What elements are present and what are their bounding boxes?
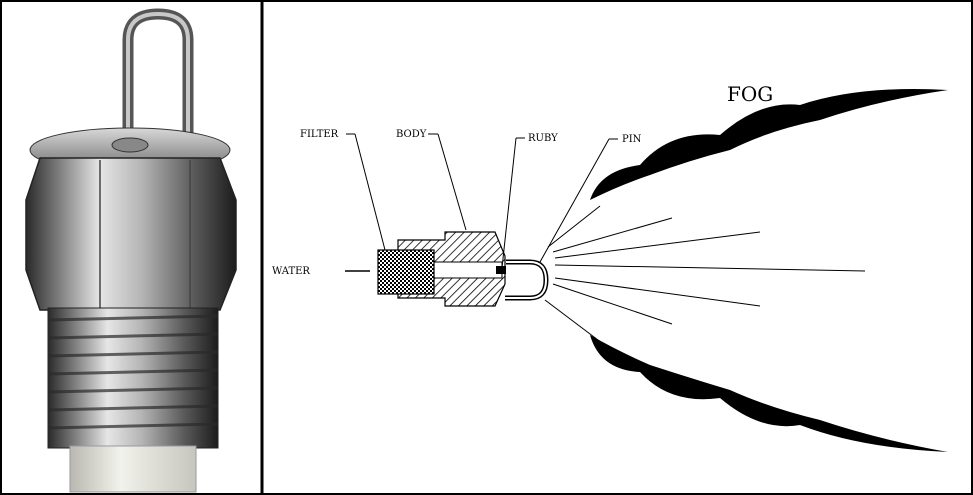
spray-lines — [544, 205, 866, 341]
filter-element — [377, 249, 435, 295]
label-water: WATER — [272, 266, 310, 277]
nozzle-body-cutaway — [377, 231, 549, 307]
pin-loop — [505, 259, 549, 301]
label-ruby: RUBY — [528, 133, 558, 144]
label-fog: FOG — [727, 82, 773, 106]
label-pin: PIN — [622, 134, 642, 145]
fog-plume-upper — [590, 89, 948, 200]
cutaway-diagram: FILTER BODY RUBY PIN WATER FOG — [272, 82, 948, 452]
nozzle-photo — [25, 8, 237, 493]
ruby-orifice — [496, 266, 506, 274]
label-filter: FILTER — [300, 129, 339, 140]
label-body: BODY — [396, 129, 427, 140]
fog-plume-lower — [590, 335, 948, 452]
